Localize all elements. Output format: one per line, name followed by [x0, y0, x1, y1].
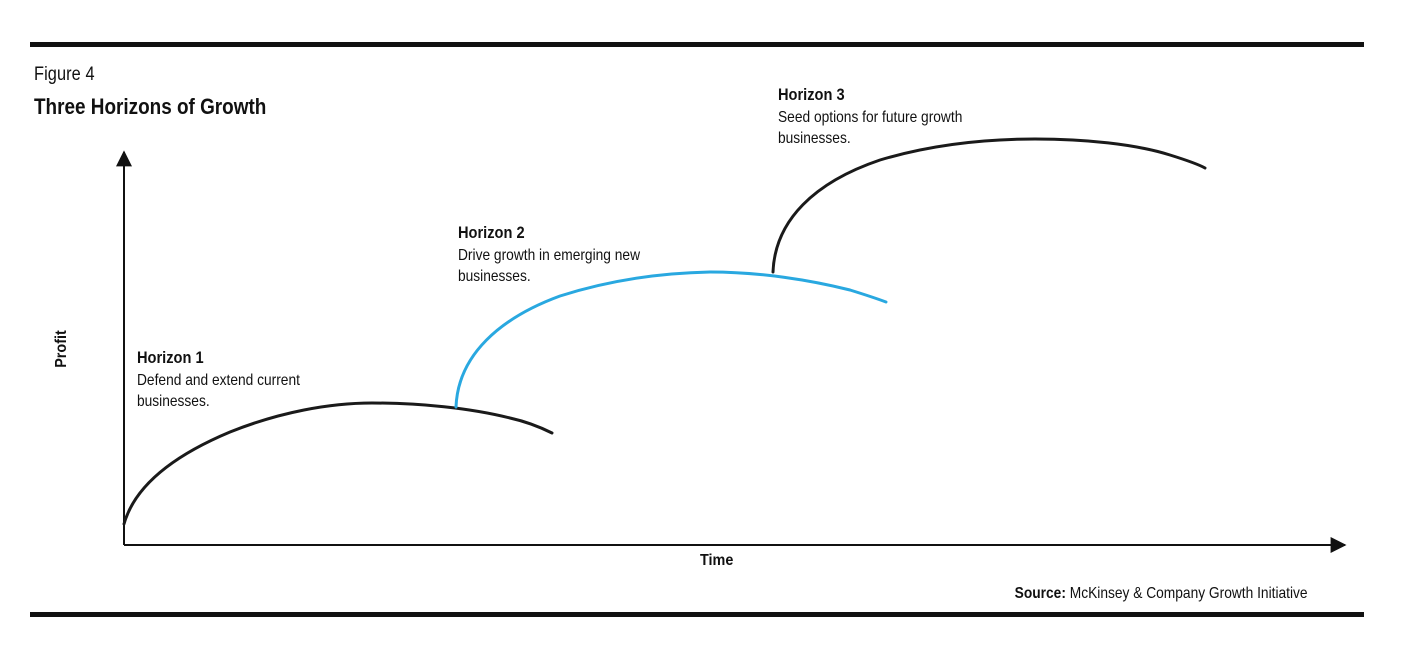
horizon-2-description: Drive growth in emerging new businesses.: [458, 247, 641, 285]
figure-title: Three Horizons of Growth: [34, 94, 267, 119]
horizon-3-description: Seed options for future growth businesse…: [778, 109, 963, 147]
source-label: Source:: [1015, 585, 1067, 602]
horizon-3-label: Horizon 3 Seed options for future growth…: [778, 84, 1036, 149]
horizon-2-title: Horizon 2: [458, 223, 525, 242]
source-note: Source: McKinsey & Company Growth Initia…: [1015, 585, 1308, 603]
horizon-2-label: Horizon 2 Drive growth in emerging new b…: [458, 222, 716, 287]
horizon-2-curve: [454, 270, 888, 409]
horizon-3-curve: [771, 137, 1207, 274]
x-axis-label: Time: [700, 552, 734, 569]
figure-label: Figure 4: [34, 64, 95, 85]
horizon-1-label: Horizon 1 Defend and extend current busi…: [137, 347, 365, 412]
y-axis-label: Profit: [53, 330, 70, 368]
horizon-1-curve: [122, 401, 554, 526]
horizon-1-title: Horizon 1: [137, 348, 204, 367]
top-rule: [30, 42, 1364, 47]
horizon-1-description: Defend and extend current businesses.: [137, 372, 300, 410]
bottom-rule: [30, 612, 1364, 617]
horizon-3-title: Horizon 3: [778, 85, 845, 104]
source-text: McKinsey & Company Growth Initiative: [1070, 585, 1308, 602]
